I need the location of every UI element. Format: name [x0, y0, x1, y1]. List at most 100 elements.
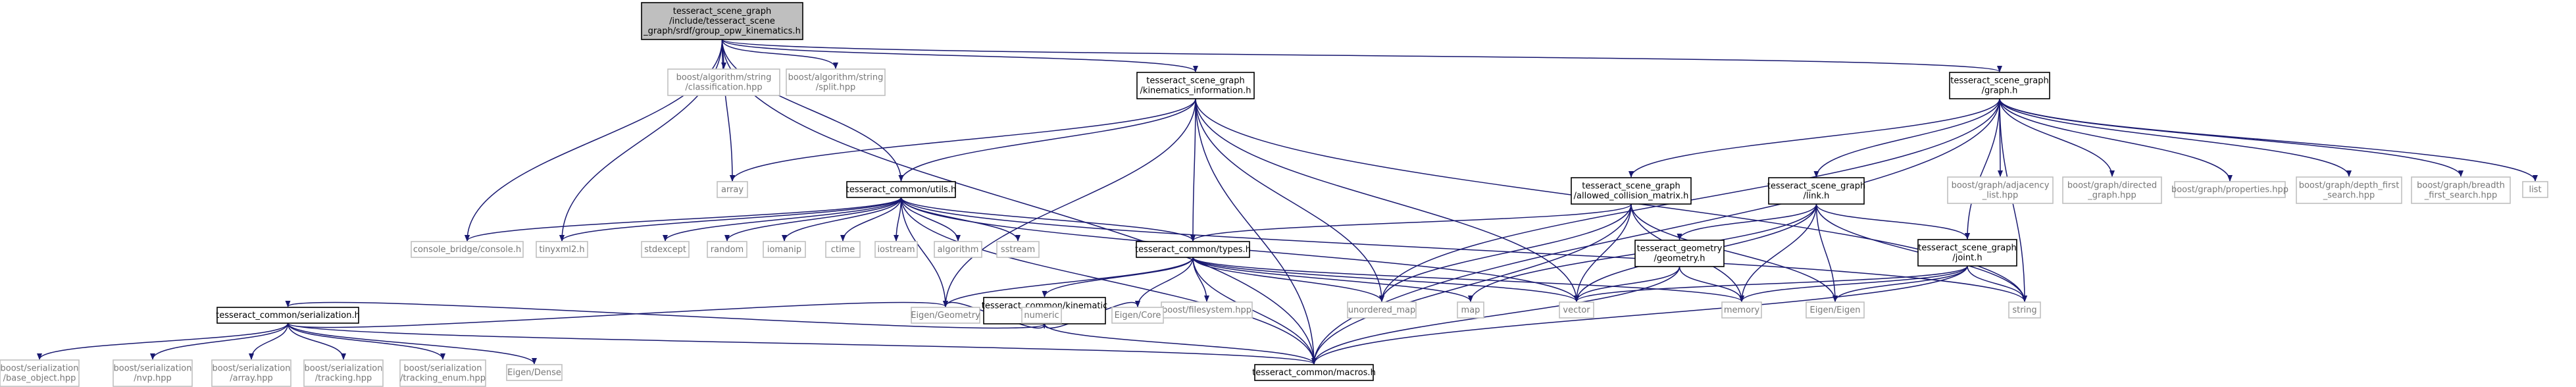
node-serialization[interactable]: tesseract_common/serialization.h: [216, 307, 360, 324]
edge-graph_h-to-list: [1999, 98, 2538, 182]
node-label-array-0: array: [721, 185, 744, 195]
edge-graph_h-to-dfs: [1999, 98, 2352, 177]
node-label-acm-0: tesseract_scene_graph: [1582, 182, 1680, 192]
node-dfs: boost/graph/depth_first_search.hpp: [2296, 176, 2402, 204]
edge-joint-to-memory: [1739, 265, 1968, 302]
edge-types-to-map: [1192, 257, 1473, 302]
edge-root-to-kin_info: [721, 39, 1198, 72]
edge-kin_info-to-macros: [1195, 98, 1317, 365]
node-label-macros-0: tesseract_common/macros.h: [1252, 368, 1376, 378]
node-eigen_geometry: Eigen/Geometry: [911, 307, 980, 324]
node-label-tinyxml-0: tinyxml2.h: [539, 245, 584, 255]
node-box-unordered_map: [1347, 301, 1417, 319]
edge-serialization-to-nvp: [150, 322, 289, 360]
node-label-str_class-1: /classification.hpp: [685, 83, 762, 93]
edge-types-to-kin_limits: [1042, 257, 1194, 297]
node-box-serialization: [216, 307, 359, 324]
node-box-root: [641, 2, 803, 40]
node-label-base_object-0: boost/serialization: [0, 364, 78, 374]
node-vector: vector: [1559, 301, 1594, 319]
node-label-acm-1: /allowed_collision_matrix.h: [1574, 192, 1689, 201]
edge-types-to-eigen_geometry: [943, 257, 1194, 307]
node-box-dfs: [2296, 176, 2402, 204]
edge-utils-to-ctime: [840, 197, 902, 242]
node-eigen_core: Eigen/Core: [1111, 307, 1164, 324]
node-label-eigen_dense-0: Eigen/Dense: [507, 368, 561, 378]
node-numeric: numeric: [1021, 307, 1062, 324]
node-list: list: [2522, 181, 2548, 198]
edge-serialization-to-base_object: [37, 322, 289, 360]
node-label-dfs-1: _search.hpp: [2323, 191, 2375, 201]
node-tinyxml: tinyxml2.h: [536, 241, 588, 258]
node-label-geom-0: tesseract_geometry: [1637, 244, 1723, 254]
node-box-eigen_core: [1111, 307, 1164, 324]
node-label-str_class-0: boost/algorithm/string: [676, 73, 772, 83]
node-label-bfs-0: boost/graph/breadth: [2417, 181, 2505, 191]
node-acm[interactable]: tesseract_scene_graph/allowed_collision_…: [1571, 177, 1692, 205]
edge-utils-to-tinyxml: [559, 197, 902, 242]
node-geom[interactable]: tesseract_geometry/geometry.h: [1634, 240, 1725, 267]
node-tracking_enum: boost/serialization/tracking_enum.hpp: [399, 359, 486, 387]
node-kin_info[interactable]: tesseract_scene_graph/kinematics_informa…: [1136, 72, 1255, 99]
node-box-numeric: [1021, 307, 1062, 324]
node-box-console: [411, 241, 524, 258]
node-box-adj_list: [1947, 176, 2054, 204]
node-box-graph_h: [1949, 72, 2050, 99]
edge-graph_h-to-bfs: [1999, 98, 2463, 177]
edge-graph_h-to-properties: [1999, 98, 2233, 182]
node-ctime: ctime: [825, 241, 861, 258]
node-box-directed: [2062, 176, 2162, 204]
node-link_h[interactable]: tesseract_scene_graph/link.h: [1767, 177, 1865, 205]
node-label-sstream-0: sstream: [1001, 245, 1035, 255]
node-label-directed-1: _graph.hpp: [2087, 191, 2136, 201]
edge-types-to-unordered_map: [1192, 257, 1384, 302]
edge-utils-to-types: [900, 197, 1196, 242]
edge-root-to-macros: [721, 39, 1317, 365]
node-ser_array: boost/serialization/array.hpp: [211, 359, 291, 387]
node-label-joint-0: tesseract_scene_graph: [1918, 244, 2016, 253]
edge-link_h-to-geom: [1677, 203, 1817, 240]
node-array: array: [717, 181, 748, 198]
node-label-serialization-0: tesseract_common/serialization.h: [216, 311, 360, 321]
node-macros[interactable]: tesseract_common/macros.h: [1252, 364, 1376, 381]
node-root[interactable]: tesseract_scene_graph/include/tesseract_…: [641, 2, 803, 40]
node-label-memory-0: memory: [1724, 305, 1760, 315]
node-label-numeric-0: numeric: [1024, 311, 1059, 321]
node-label-properties-0: boost/graph/properties.hpp: [2171, 185, 2288, 195]
node-box-joint: [1917, 239, 2017, 267]
node-label-base_object-1: /base_object.hpp: [3, 374, 76, 384]
edge-root-to-graph_h: [721, 39, 2002, 72]
edge-kin_info-to-utils: [898, 98, 1196, 182]
node-box-base_object: [0, 359, 80, 387]
node-types[interactable]: tesseract_common/types.h: [1135, 241, 1251, 258]
edge-serialization-to-eigen_dense: [287, 322, 537, 365]
node-joint[interactable]: tesseract_scene_graph/joint.h: [1917, 239, 2017, 267]
edge-kin_limits-to-serialization: [285, 300, 1046, 329]
edge-types-to-memory: [1192, 257, 1744, 302]
edge-geom-to-vector: [1574, 266, 1680, 302]
node-str_split: boost/algorithm/string/split.hpp: [786, 68, 886, 96]
node-label-tracking-0: boost/serialization: [304, 364, 382, 374]
node-box-tracking: [303, 359, 384, 387]
node-label-dfs-0: boost/graph/depth_first: [2299, 181, 2400, 191]
edge-serialization-to-macros: [287, 322, 1317, 365]
node-label-map-0: map: [1461, 305, 1480, 315]
node-label-random-0: random: [711, 245, 744, 255]
edge-graph_h-to-directed: [1999, 98, 2115, 177]
node-box-algorithm: [934, 241, 982, 258]
edge-types-to-vector: [1192, 257, 1579, 302]
node-utils[interactable]: tesseract_common/utils.h: [846, 181, 956, 198]
node-label-str_split-0: boost/algorithm/string: [788, 73, 884, 83]
node-label-nvp-0: boost/serialization: [113, 364, 191, 374]
edge-utils-to-iomanip: [782, 197, 902, 242]
edge-utils-to-string: [900, 197, 2027, 302]
node-label-nvp-1: /nvp.hpp: [134, 374, 171, 384]
node-graph_h[interactable]: tesseract_scene_graph/graph.h: [1949, 72, 2050, 99]
node-string: string: [2008, 301, 2041, 319]
edge-kin_info-to-types: [1190, 98, 1196, 242]
node-random: random: [707, 241, 747, 258]
edge-utils-to-stdexcept: [663, 197, 902, 242]
node-filesystem: boost/filesystem.hpp: [1161, 301, 1253, 319]
node-label-tracking_enum-0: boost/serialization: [403, 364, 482, 374]
edge-kin_limits-to-macros: [1044, 323, 1317, 365]
